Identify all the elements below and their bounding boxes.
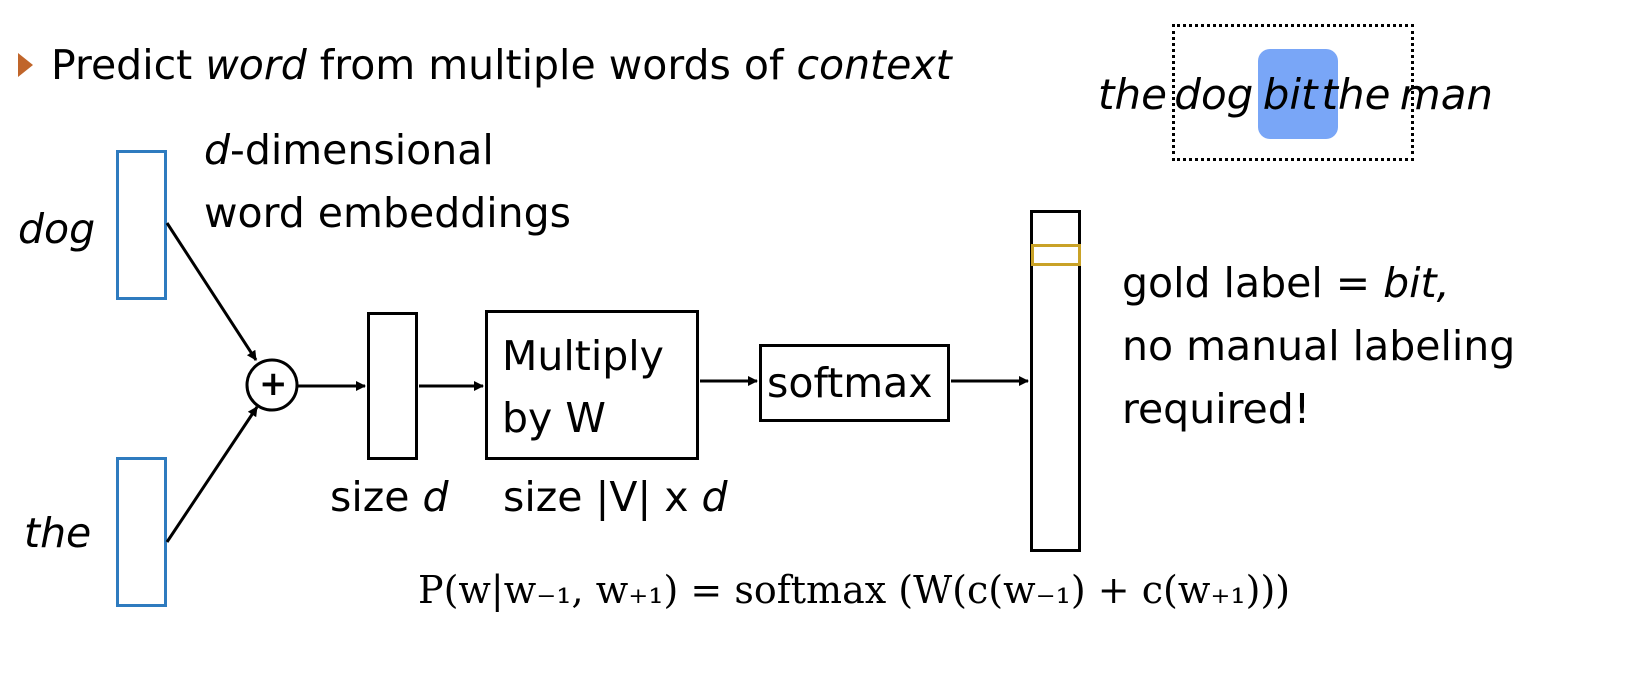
embedding-vector-bottom (116, 457, 167, 607)
arrow-top-to-plus (165, 222, 258, 361)
sentence-word-5: man (1399, 70, 1494, 119)
equation: P(w|w₋₁, w₊₁) = softmax (W(c(w₋₁) + c(w₊… (418, 568, 1291, 612)
gold-line3: required! (1122, 385, 1311, 433)
context-window (1172, 24, 1414, 161)
bullet-triangle-icon (18, 53, 33, 77)
sentence-word-target: bit (1262, 70, 1318, 119)
multiply-line2: by W (502, 394, 606, 442)
multiply-size-prefix: size |V| x (503, 473, 702, 521)
gold-line1: gold label = bit, (1122, 258, 1450, 308)
softmax-box: softmax (759, 344, 950, 422)
plus-symbol: + (259, 364, 288, 404)
sentence: the dog bitthe man (1098, 70, 1493, 120)
multiply-size-label: size |V| x d (503, 472, 728, 522)
input-word-top: dog (18, 205, 96, 253)
gold-line2: no manual labeling (1122, 322, 1516, 370)
embedding-dim-var: d (204, 126, 231, 174)
bullet-title: Predict word from multiple words of cont… (18, 38, 952, 92)
sum-size-var: d (422, 473, 449, 521)
sentence-word-4: the (1321, 70, 1391, 119)
output-distribution-vector (1030, 210, 1081, 552)
sum-vector (367, 312, 418, 460)
multiply-box: Multiply by W (485, 310, 699, 460)
gold-word: bit, (1383, 259, 1450, 307)
multiply-line1: Multiply (502, 332, 664, 380)
bullet-context: context (796, 41, 952, 89)
gold-label-cell (1031, 244, 1081, 266)
plus-node (245, 358, 299, 412)
sum-size-prefix: size (330, 473, 423, 521)
gold-prefix: gold label = (1122, 259, 1384, 307)
embedding-vector-top (116, 150, 167, 300)
target-highlight (1258, 49, 1338, 139)
bullet-word: word (205, 41, 307, 89)
bullet-middle: from multiple words of (306, 41, 797, 89)
sum-size-label: size d (330, 472, 449, 522)
embedding-note-line1: d-dimensional (204, 125, 494, 175)
sentence-word-2: dog (1174, 70, 1254, 119)
multiply-size-var: d (701, 473, 728, 521)
embedding-dim-rest: -dimensional (230, 126, 494, 174)
arrow-bottom-to-plus (165, 406, 259, 543)
softmax-label: softmax (767, 359, 933, 407)
input-word-bottom: the (24, 509, 92, 557)
sentence-word-1: the (1098, 70, 1167, 119)
embedding-note-line2: word embeddings (204, 189, 572, 237)
bullet-prefix: Predict (51, 41, 206, 89)
